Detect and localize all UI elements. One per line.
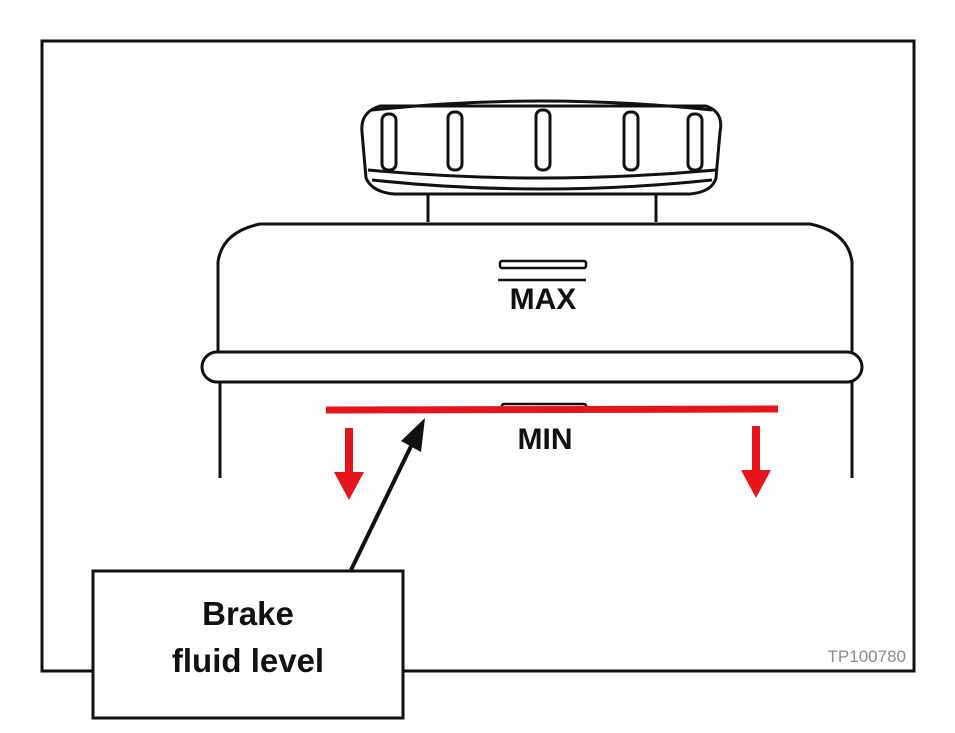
- callout-line-2: fluid level: [172, 642, 324, 679]
- arrow-down-icon: [741, 426, 771, 498]
- arrow-pointer-icon: [349, 418, 425, 571]
- max-mark: MAX: [498, 259, 588, 316]
- min-label: MIN: [518, 423, 573, 456]
- max-label: MAX: [510, 283, 577, 316]
- arrow-down-icon: [334, 428, 364, 500]
- reservoir-cap: [360, 99, 723, 222]
- callout-line-1: Brake: [202, 595, 294, 632]
- figure-code: TP100780: [828, 647, 906, 666]
- callout-box: Brake fluid level: [91, 569, 405, 720]
- reservoir-body: [200, 222, 864, 478]
- fluid-level-line: [325, 405, 779, 414]
